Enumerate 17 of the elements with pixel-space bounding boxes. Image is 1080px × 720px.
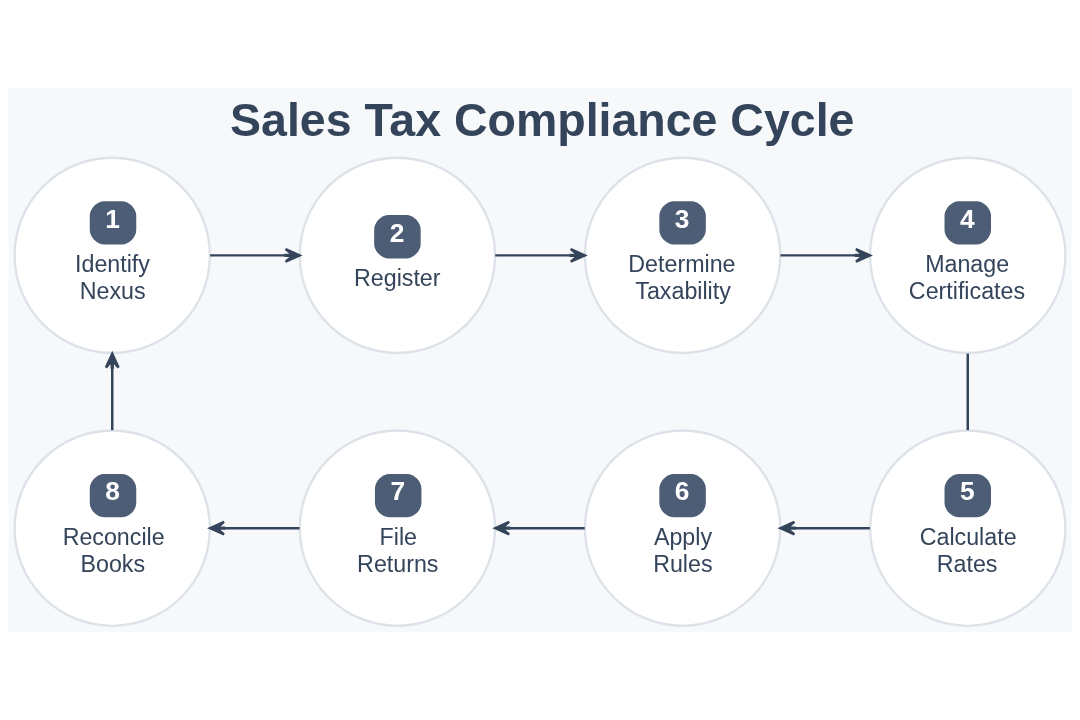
- diagram-title: Sales Tax Compliance Cycle: [230, 94, 855, 147]
- arrow: [210, 247, 301, 263]
- node-circle: 4 Manage Certificates: [868, 156, 1067, 355]
- arrow: [779, 520, 870, 536]
- node-circle: 1 Identify Nexus: [13, 156, 212, 355]
- arrow: [104, 352, 120, 431]
- node-circle: 5 Calculate Rates: [868, 429, 1067, 627]
- node-circle: 2 Register: [298, 156, 497, 355]
- node-circle: 8 Reconcile Books: [13, 429, 212, 627]
- node-circle: 6 Apply Rules: [583, 429, 782, 627]
- arrow: [494, 520, 585, 536]
- node-circle: 7 File Returns: [298, 429, 497, 627]
- node-circle: 3 Determine Taxability: [583, 156, 782, 355]
- connector: [966, 353, 969, 431]
- arrow: [780, 247, 872, 263]
- arrow: [495, 247, 586, 263]
- arrow: [208, 520, 300, 536]
